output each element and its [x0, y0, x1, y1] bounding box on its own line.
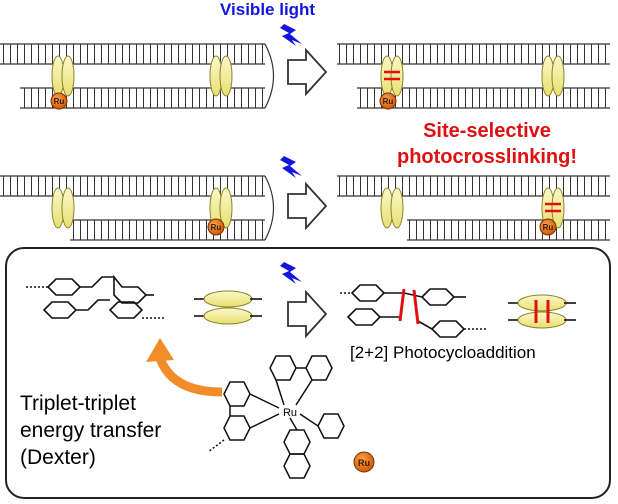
ru-atom-label: Ru: [283, 407, 297, 419]
duplex-row1-right: Ru: [337, 43, 610, 110]
stilbene-pair-reactant: [26, 274, 166, 319]
tte-line3: (Dexter): [20, 446, 96, 469]
tte-line1: Triplet-triplet: [20, 392, 136, 415]
svg-text:Ru: Ru: [358, 458, 370, 468]
svg-text:Ru: Ru: [543, 223, 554, 232]
ru-bipyridine-complex: [207, 355, 345, 479]
duplex-row1-left: Ru: [0, 43, 274, 110]
ru-complex-marker: Ru: [539, 218, 557, 236]
dye-pair-reactant: [194, 290, 262, 325]
curved-arrow-icon: [146, 338, 223, 397]
visible-light-label: Visible light: [220, 0, 316, 19]
svg-text:Ru: Ru: [383, 97, 394, 106]
ru-complex-marker: Ru: [50, 92, 68, 110]
open-arrow-icon: [287, 181, 328, 231]
svg-text:Ru: Ru: [211, 223, 222, 232]
cyclobutane-product: [340, 284, 486, 338]
open-arrow-icon: [287, 289, 328, 339]
ru-complex-marker: Ru: [207, 218, 225, 236]
lightning-bolt-icon: [280, 262, 302, 284]
tte-line2: energy transfer: [20, 419, 162, 442]
energy-transfer-label: Triplet-triplet energy transfer (Dexter): [20, 390, 161, 471]
ru-complex-marker: Ru: [379, 92, 397, 110]
svg-text:Ru: Ru: [54, 97, 65, 106]
site-selective-label: Site-selective photocrosslinking!: [372, 118, 602, 170]
photocycloaddition-label: [2+2] Photocycloaddition: [350, 343, 536, 362]
lightning-bolt-icon: [280, 24, 302, 46]
duplex-row2-left: Ru: [0, 175, 274, 241]
ru-complex-marker: Ru: [353, 451, 375, 473]
highlight-line1: Site-selective: [423, 120, 551, 142]
lightning-bolt-icon: [280, 156, 302, 178]
highlight-line2: photocrosslinking!: [397, 146, 577, 168]
duplex-row2-right: Ru: [337, 175, 610, 241]
dye-pair-product: [508, 294, 576, 329]
open-arrow-icon: [287, 47, 328, 97]
